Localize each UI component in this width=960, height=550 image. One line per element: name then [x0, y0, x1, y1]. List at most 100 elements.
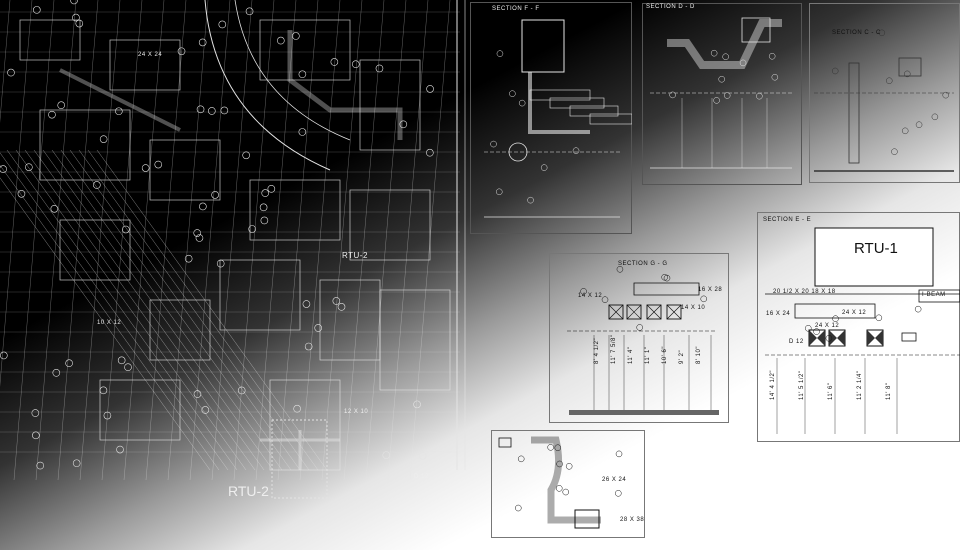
tag-bubble	[555, 485, 563, 492]
rtu2-outline	[271, 419, 328, 499]
tag-bubble	[722, 53, 729, 60]
panel-frame	[642, 3, 802, 185]
tag-bubble	[261, 189, 270, 197]
tag-bubble	[245, 7, 254, 16]
grid-line	[0, 0, 33, 387]
tag-bubble	[198, 38, 207, 47]
tag-bubble	[195, 234, 204, 242]
grid-line	[0, 0, 11, 123]
tag-bubble	[718, 75, 725, 83]
plan-duct-size-d: 10 X 12	[97, 320, 122, 326]
grid-line	[167, 0, 209, 481]
tag-bubble	[418, 452, 427, 460]
dimension-label: 11' 1"	[645, 346, 651, 364]
beam	[549, 97, 605, 109]
tag-bubble	[669, 91, 676, 99]
tag-bubble	[33, 6, 41, 14]
tag-box	[498, 437, 512, 448]
tag-bubble	[302, 300, 311, 308]
tag-bubble	[57, 101, 66, 110]
tag-bubble	[931, 113, 939, 121]
damper-fill	[829, 330, 845, 346]
section-ff-title: SECTION F - F	[492, 6, 540, 12]
tag-bubble	[199, 202, 207, 211]
tag-bubble	[713, 97, 720, 104]
damper-x	[646, 304, 662, 320]
diagonal-wall	[87, 149, 319, 471]
tag-bubble	[601, 296, 609, 303]
ee-duct-size-mid1: 24 X 12	[842, 310, 867, 316]
tag-bubble	[831, 67, 839, 75]
tag-bubble	[904, 70, 911, 78]
room-outline	[249, 179, 341, 241]
diagonal-wall	[33, 149, 265, 471]
tag-bubble	[65, 359, 73, 368]
grid-line	[145, 0, 187, 481]
tag-bubble	[48, 110, 56, 119]
tag-bubble	[193, 390, 202, 398]
diagonal-wall	[96, 149, 328, 471]
tag-bubble	[154, 160, 163, 169]
dimension-label: 8' 10"	[696, 346, 702, 364]
tag-bubble	[375, 64, 384, 73]
section-dd-title: SECTION D - D	[646, 4, 695, 10]
tag-bubble	[72, 13, 80, 22]
ee-duct-size-top: 20 1/2 X 20 18 X 18	[773, 289, 836, 295]
room-outline	[379, 289, 451, 391]
panel-frame	[470, 2, 632, 234]
grid-line	[343, 0, 385, 481]
tag-bubble	[813, 328, 820, 335]
plan-duct-size-b: 12 X 10	[344, 409, 369, 415]
tag-bubble	[267, 185, 276, 193]
tag-bubble	[914, 305, 922, 313]
supply-duct	[794, 303, 876, 319]
tag-bubble	[277, 36, 285, 45]
dimension-label: 11' 8"	[886, 382, 892, 400]
tag-bubble	[710, 49, 718, 57]
tag-bubble	[248, 225, 256, 233]
diagonal-wall	[0, 177, 211, 471]
tag-bubble	[25, 163, 33, 171]
tag-bubble	[99, 135, 108, 143]
dimension-label: 11' 2 1/4"	[857, 370, 863, 400]
tag-bubble	[201, 406, 210, 414]
room-outline	[99, 379, 181, 441]
tag-bubble	[572, 147, 580, 154]
fan-box	[898, 57, 922, 77]
ibeam-label: I-BEAM	[922, 292, 946, 298]
dimension-label: 11' 4"	[628, 346, 634, 364]
gg-duct-size-mid: 14 X 10	[681, 305, 706, 311]
tag-bubble	[615, 490, 622, 497]
diagonal-wall	[69, 149, 301, 471]
grid-line	[211, 0, 253, 481]
tag-bubble	[124, 363, 132, 371]
tag-bubble	[700, 295, 707, 303]
tag-bubble	[216, 259, 225, 268]
dimension-label: 11' 5 1/2"	[799, 370, 805, 400]
tag-bubble	[242, 151, 250, 160]
room-outline	[59, 219, 131, 281]
grid-line	[123, 0, 165, 481]
damper-small	[901, 332, 917, 342]
tag-bubble	[426, 148, 434, 157]
tag-bubble	[615, 450, 623, 458]
tag-bubble	[193, 229, 202, 237]
beam	[569, 105, 619, 117]
damper-x	[666, 304, 682, 320]
tag-bubble	[565, 463, 573, 470]
diagonal-wall	[24, 149, 256, 471]
room-outline	[109, 39, 181, 91]
tag-bubble	[496, 188, 503, 196]
tag-bubble	[330, 58, 339, 66]
tag-bubble	[518, 99, 526, 107]
panel-frame	[549, 253, 729, 423]
room-outline	[149, 299, 211, 361]
rtu2-label: RTU-2	[228, 483, 269, 499]
grid-line	[321, 0, 363, 481]
damper-box	[666, 304, 682, 320]
diagonal-wall	[6, 149, 238, 471]
section-ee-drawing	[757, 212, 960, 442]
tag-bubble	[211, 191, 219, 199]
tag-bubble	[52, 369, 61, 377]
